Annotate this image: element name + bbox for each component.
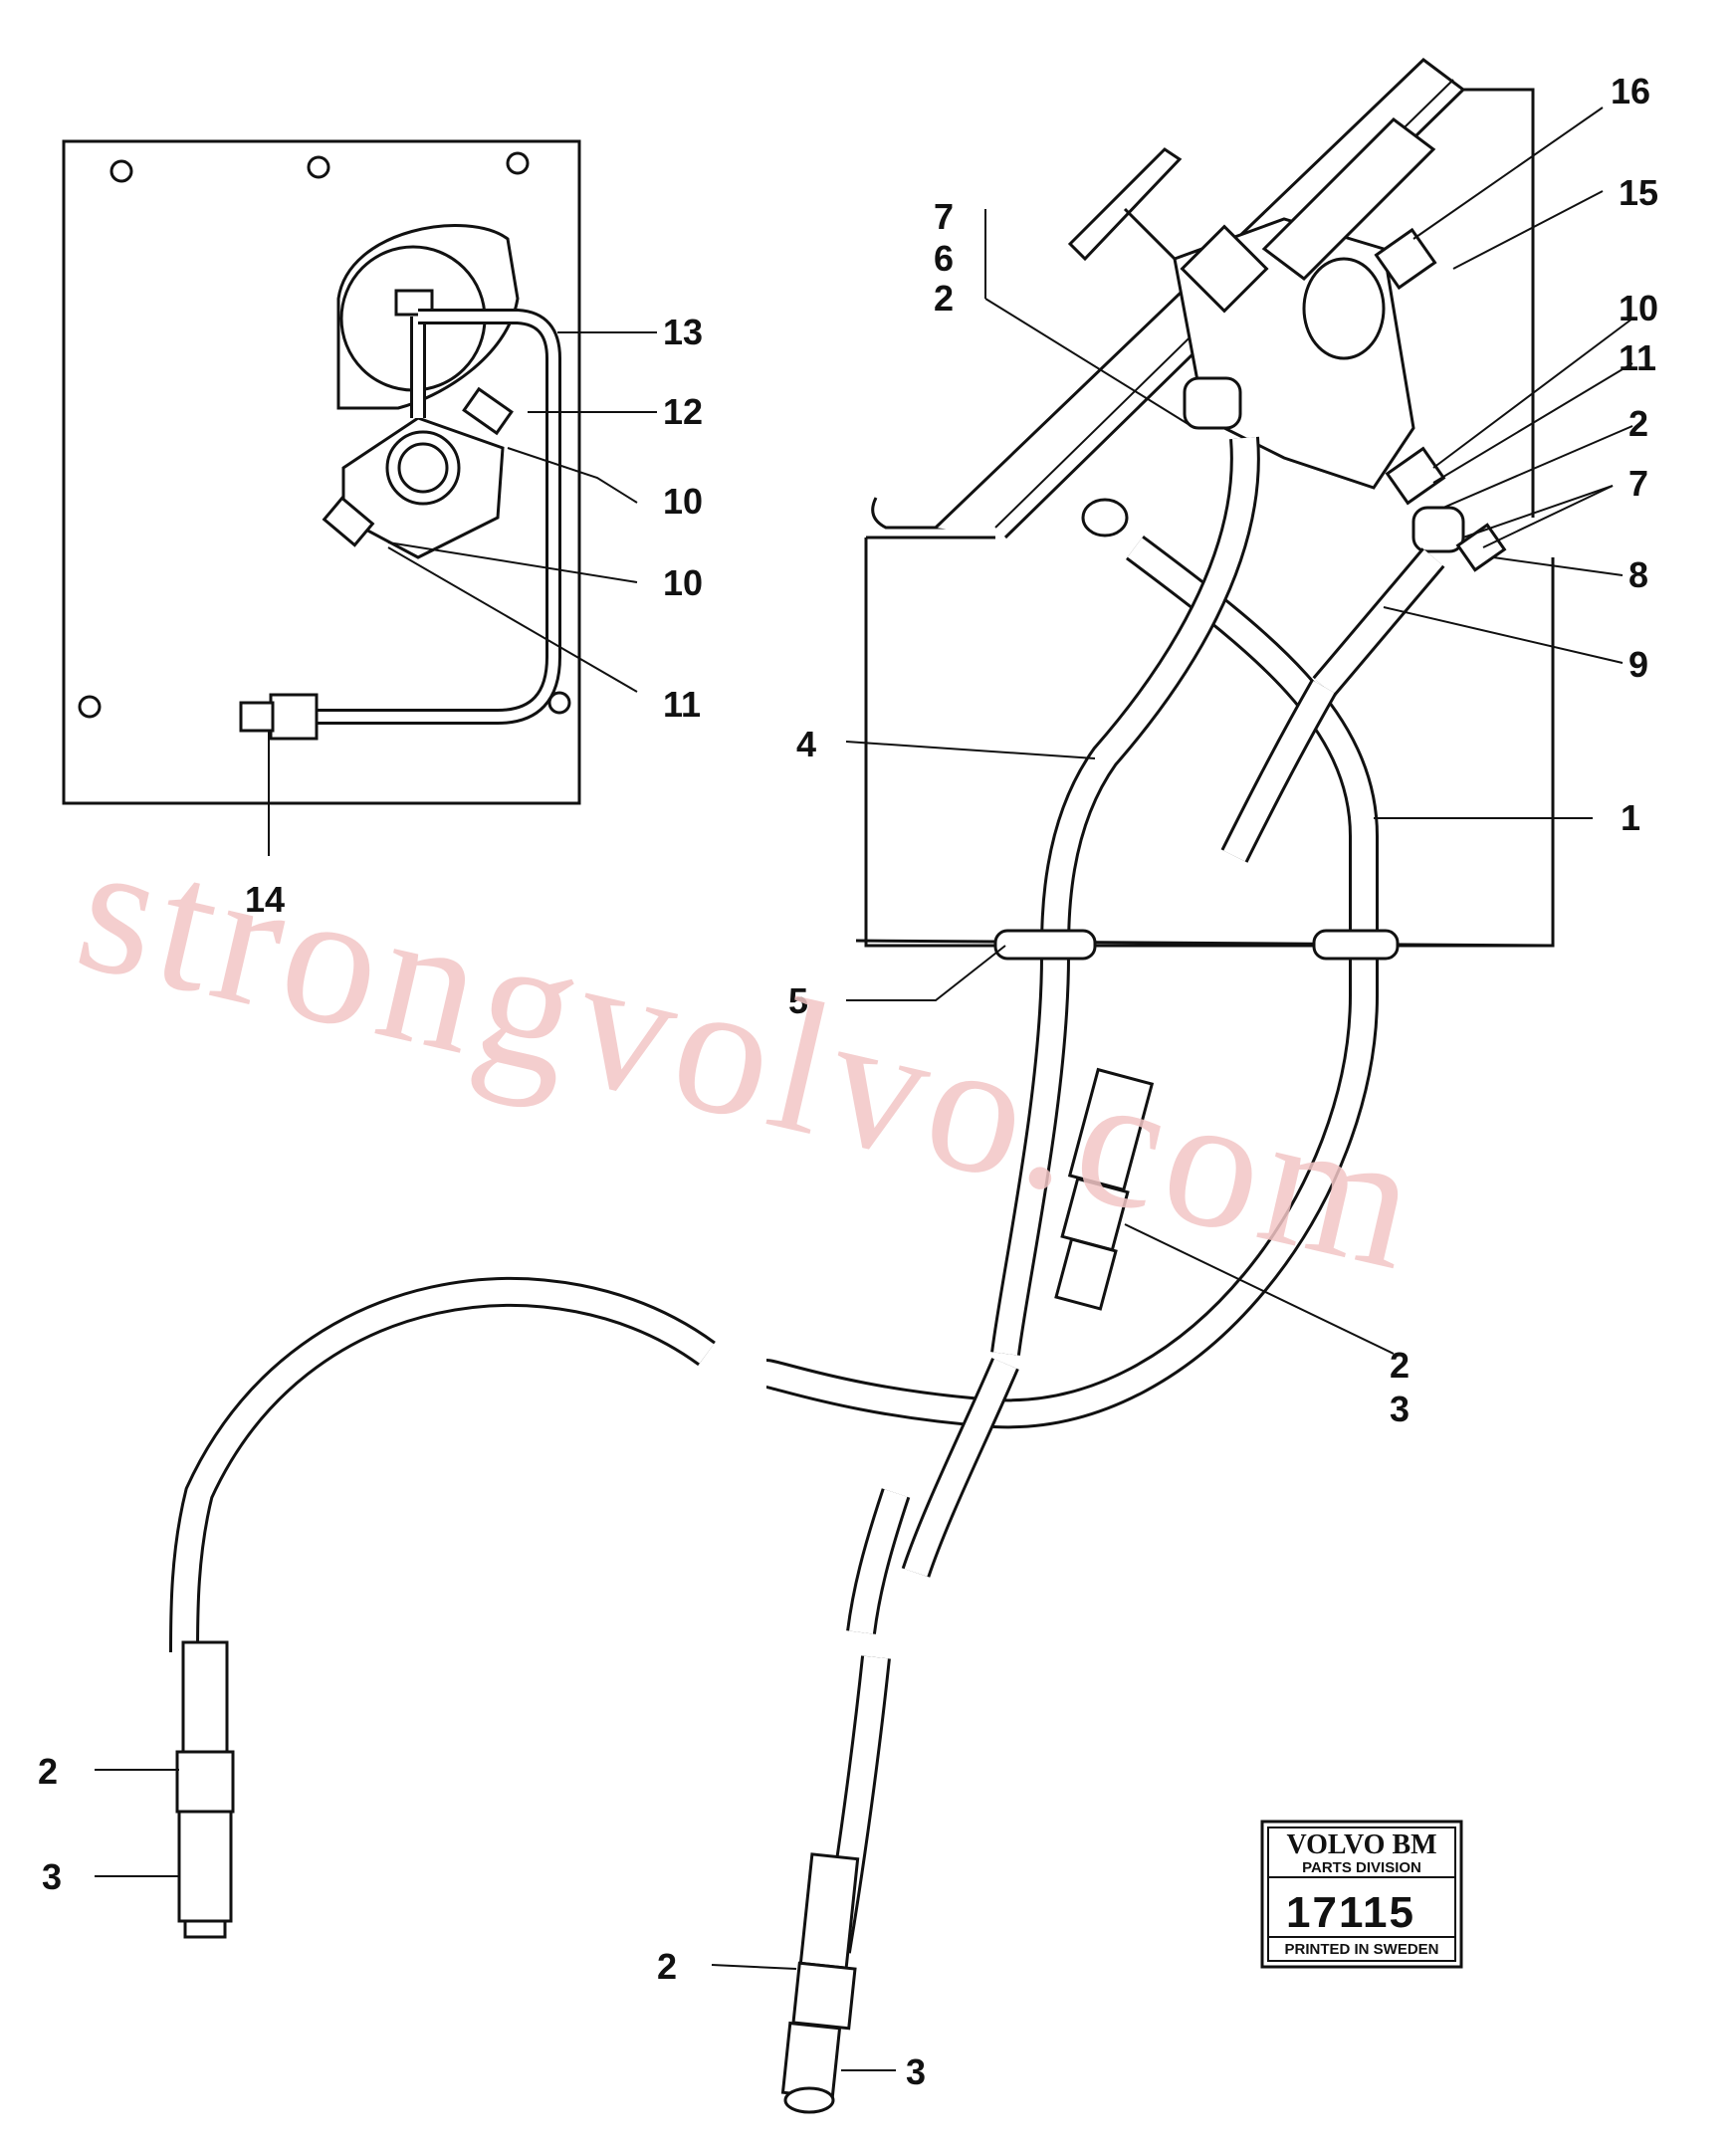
callout-6: 6: [934, 238, 954, 279]
hose-lower-center: [821, 1358, 1019, 1954]
callout-3: 3: [906, 2051, 926, 2092]
callout-5: 5: [788, 980, 808, 1021]
coupling-center: [780, 1852, 860, 2114]
badge-division: PARTS DIVISION: [1302, 1859, 1421, 1876]
callout-10: 10: [663, 562, 703, 603]
callout-2: 2: [38, 1751, 58, 1792]
callout-11: 11: [1619, 337, 1656, 378]
callout-3: 3: [1390, 1389, 1410, 1429]
callout-11: 11: [663, 684, 701, 725]
callout-4: 4: [796, 724, 816, 764]
callout-10: 10: [1619, 288, 1658, 328]
callout-7: 7: [1628, 463, 1648, 504]
callout-2: 2: [657, 1946, 677, 1987]
callout-16: 16: [1611, 71, 1650, 111]
callout-14: 14: [245, 879, 285, 920]
pipe-13: [299, 309, 561, 725]
coupling-middle: [1054, 1067, 1155, 1311]
badge-footer: PRINTED IN SWEDEN: [1284, 1941, 1438, 1958]
callout-1: 1: [1621, 797, 1640, 838]
callout-13: 13: [663, 312, 703, 352]
callout-10: 10: [663, 481, 703, 522]
callout-9: 9: [1628, 644, 1648, 685]
clamp-5: [993, 929, 1400, 961]
callout-12: 12: [663, 391, 703, 432]
badge-brand: VOLVO BM: [1286, 1829, 1436, 1860]
callout-8: 8: [1628, 554, 1648, 595]
hose-4: [990, 436, 1260, 1356]
callout-3: 3: [42, 1856, 62, 1897]
callout-15: 15: [1619, 172, 1658, 213]
callout-2: 2: [1628, 403, 1648, 444]
watermark-text: strongvolvo.com: [62, 800, 1439, 1311]
fitting-14: [239, 693, 319, 741]
main-assembly: [855, 58, 1555, 948]
leader-lines: [95, 107, 1633, 2071]
coupling-left: [175, 1640, 235, 1939]
watermark: strongvolvo.com: [62, 800, 1439, 1311]
hose-lower-left: [169, 1276, 716, 1653]
hose-1: [764, 535, 1379, 1429]
callout-7: 7: [934, 196, 954, 237]
valve-body: [322, 224, 520, 559]
callout-labels: 16 15 7 6 2 10 11 2 7 8 9 13 12 10 10 11…: [38, 71, 1658, 2092]
callout-2: 2: [1390, 1345, 1410, 1386]
callout-2: 2: [934, 278, 954, 319]
badge-number: 17115: [1286, 1888, 1415, 1937]
hose-return: [1220, 679, 1338, 863]
volvo-badge: VOLVO BM PARTS DIVISION 17115 PRINTED IN…: [1260, 1820, 1463, 1969]
detail-panel: [62, 139, 581, 805]
